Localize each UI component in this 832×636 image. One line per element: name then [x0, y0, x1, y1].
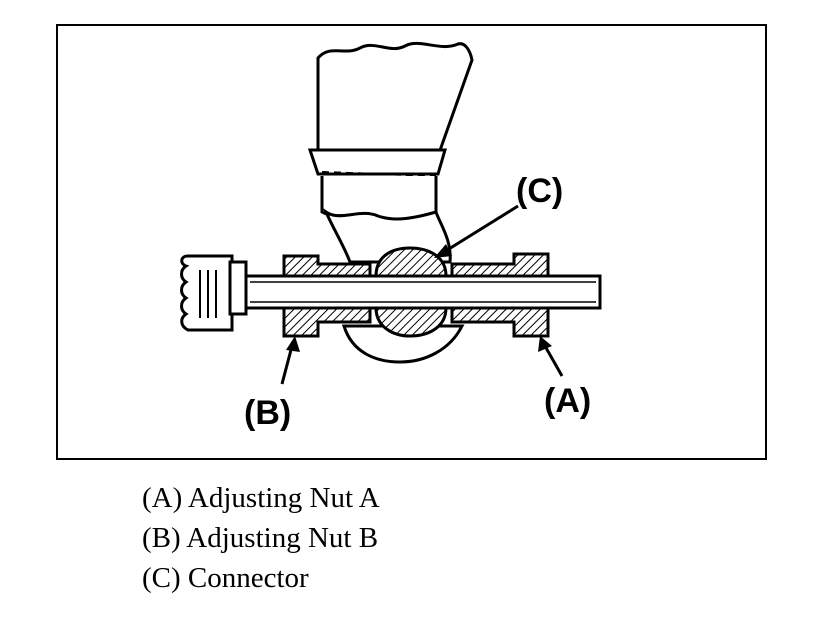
rod-boot	[180, 254, 248, 332]
callout-c: (C)	[516, 172, 563, 210]
ball-socket	[322, 207, 465, 364]
legend-item-c: (C) Connector	[142, 562, 309, 594]
adjusting-nut-a	[450, 252, 550, 338]
callout-b: (B)	[244, 394, 291, 432]
legend-item-a: (A) Adjusting Nut A	[142, 482, 380, 514]
diagram-frame	[56, 24, 767, 460]
leader-arrow-c	[434, 204, 519, 258]
legend: (A) Adjusting Nut A (B) Adjusting Nut B …	[142, 478, 380, 598]
leader-arrow-a	[538, 336, 564, 377]
rod	[244, 274, 602, 310]
adjusting-nut-b	[282, 254, 372, 338]
connector-ball	[374, 246, 448, 338]
callout-a: (A)	[544, 382, 591, 420]
legend-item-b: (B) Adjusting Nut B	[142, 522, 379, 554]
leader-arrow-b	[280, 336, 300, 385]
lever-arm	[307, 41, 474, 223]
